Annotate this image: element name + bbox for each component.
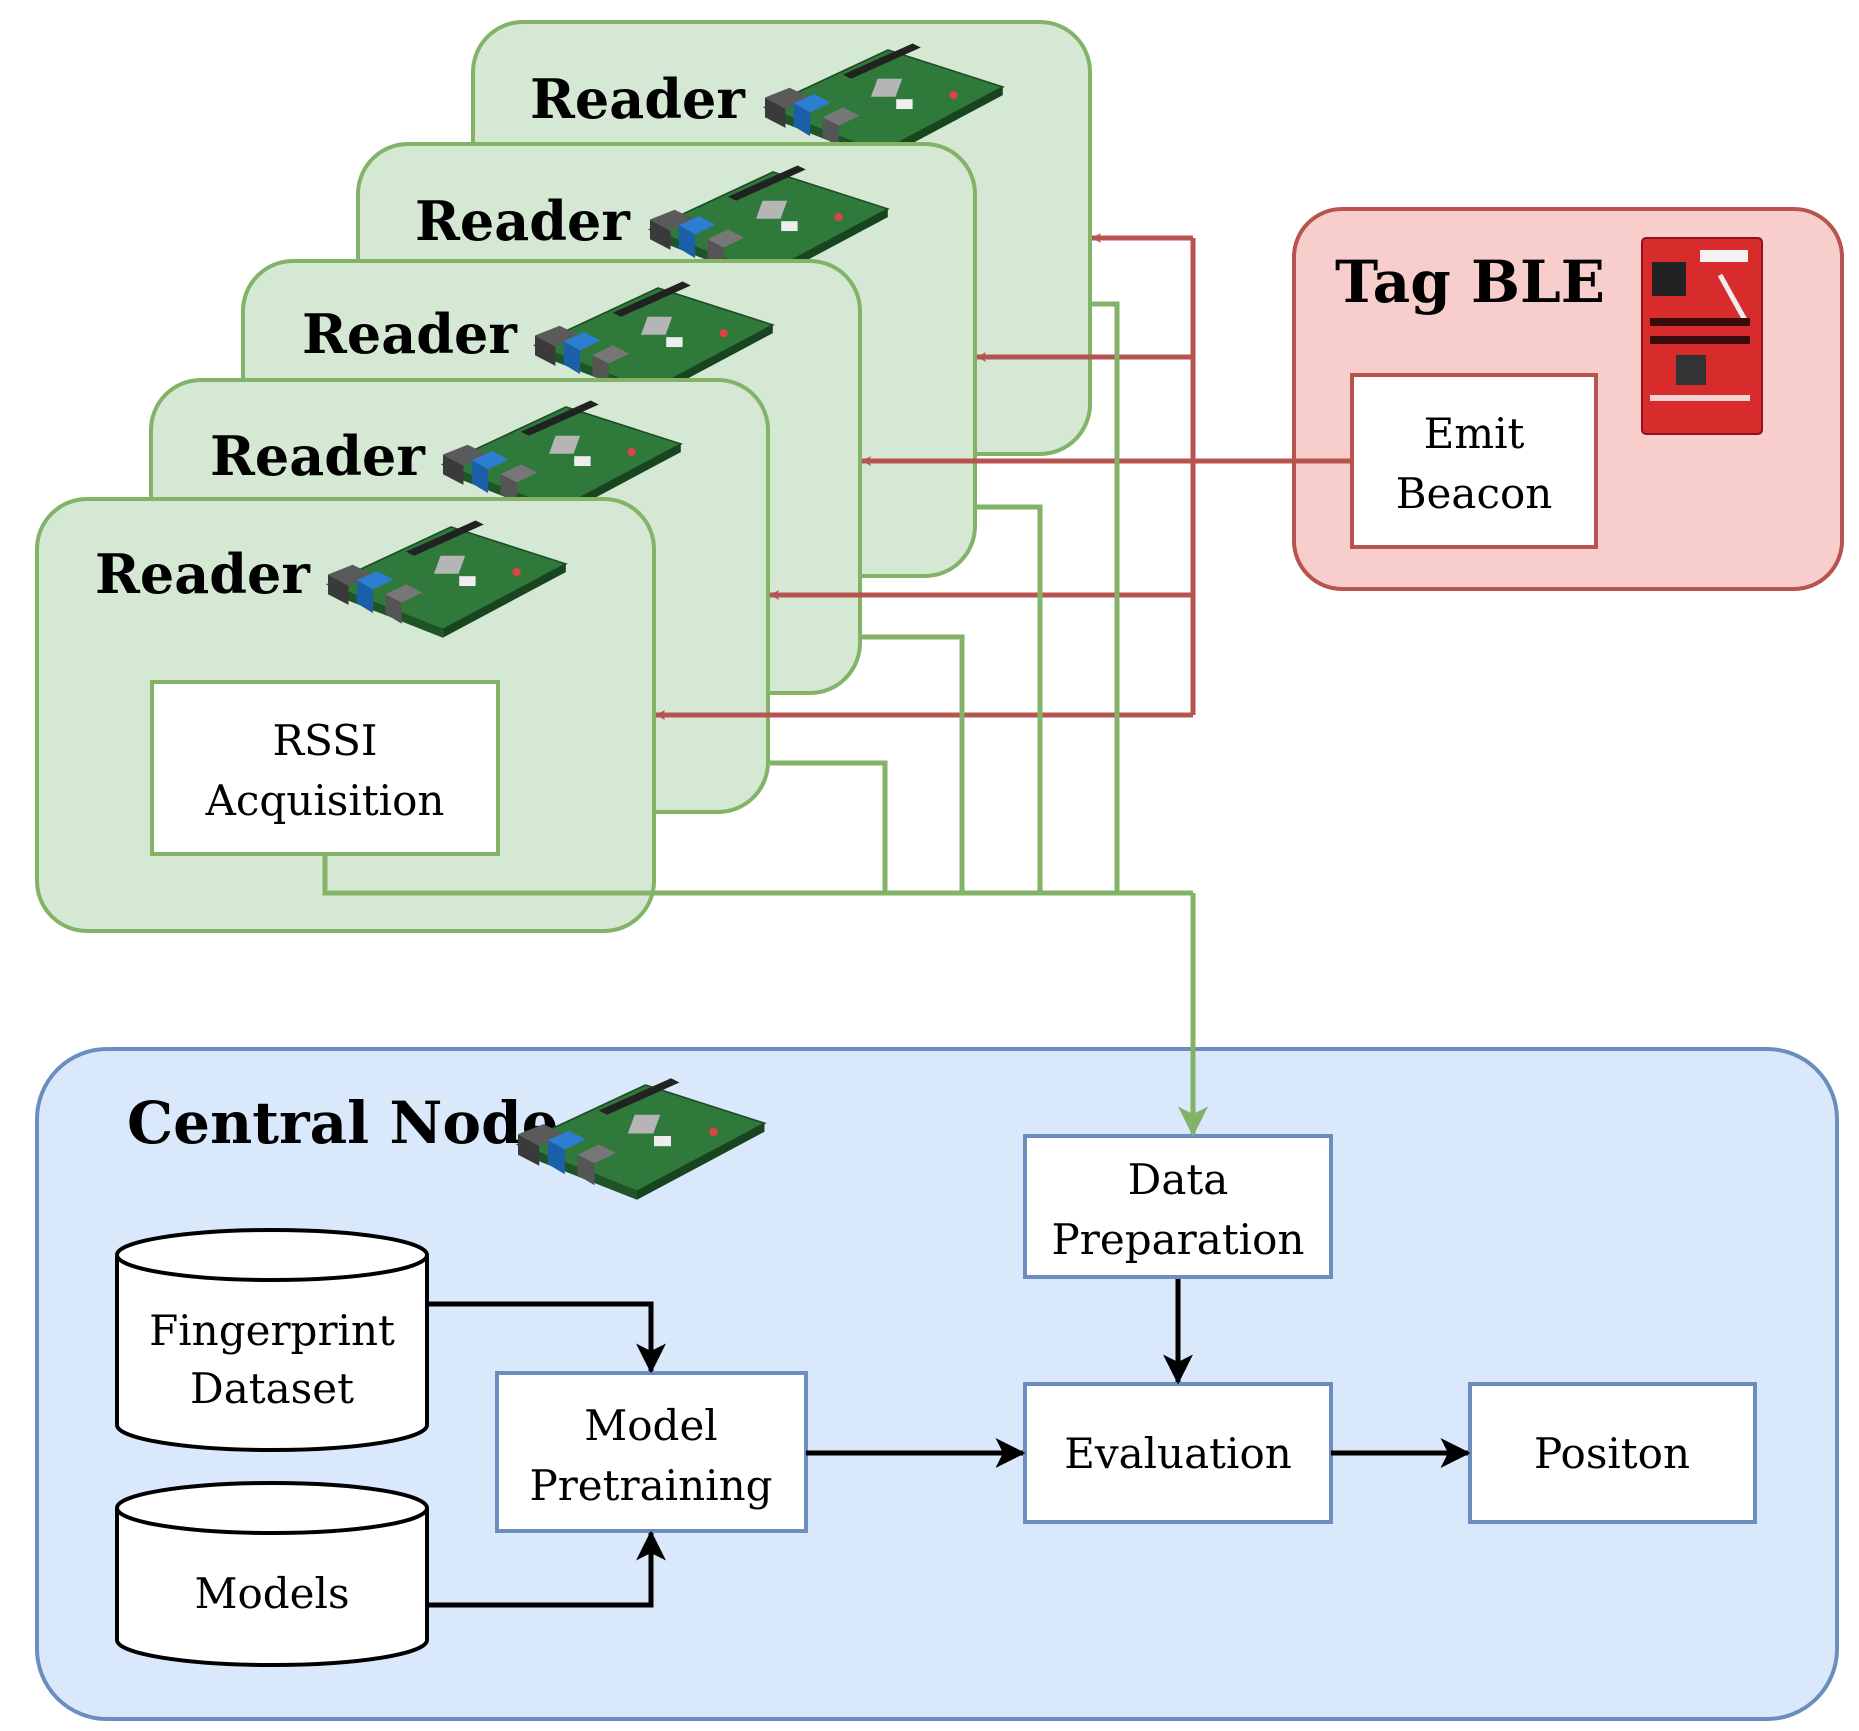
- fingerprint-dataset-label-1: Fingerprint: [149, 1306, 395, 1355]
- tag-ble-panel: Tag BLE Emit Beacon: [1292, 207, 1844, 591]
- data-connectors: [322, 301, 1208, 1137]
- reader-title: Reader: [210, 424, 425, 488]
- central-node-title: Central Node: [127, 1089, 559, 1157]
- models-label: Models: [194, 1569, 349, 1618]
- position-label: Positon: [1534, 1429, 1690, 1478]
- model-pretraining-label-1: Model: [584, 1401, 717, 1450]
- emit-beacon-box: [1350, 373, 1598, 549]
- reader-panel: Reader RSSI Acquisition: [35, 497, 656, 933]
- reader-title: Reader: [415, 189, 630, 253]
- rssi-acquisition-box: [150, 680, 500, 856]
- reader-title: Reader: [530, 67, 745, 131]
- reader-title: Reader: [302, 302, 517, 366]
- ble-board-icon: [1641, 237, 1763, 435]
- data-preparation-label-2: Preparation: [1052, 1215, 1305, 1264]
- emit-beacon-label-1: Emit: [1424, 409, 1525, 458]
- data-preparation-label-1: Data: [1128, 1155, 1229, 1204]
- reader-stack: Reader Reader Reader Reader Reader RSSI: [35, 20, 1092, 933]
- beacon-connectors: [655, 233, 1352, 720]
- model-pretraining-label-2: Pretraining: [529, 1461, 772, 1510]
- rssi-acquisition-label-1: RSSI: [272, 716, 377, 765]
- fingerprint-dataset-label-2: Dataset: [190, 1364, 354, 1413]
- tag-ble-title: Tag BLE: [1335, 248, 1605, 316]
- emit-beacon-label-2: Beacon: [1396, 469, 1553, 518]
- evaluation-label: Evaluation: [1064, 1429, 1292, 1478]
- rssi-acquisition-label-2: Acquisition: [205, 776, 445, 825]
- reader-title: Reader: [95, 542, 310, 606]
- fingerprint-dataset-cylinder: Fingerprint Dataset: [115, 1228, 429, 1452]
- process-connectors: [427, 1279, 1471, 1608]
- central-node-panel: Central Node Fingerprint Dataset Models …: [35, 1047, 1839, 1721]
- models-cylinder: Models: [115, 1481, 429, 1667]
